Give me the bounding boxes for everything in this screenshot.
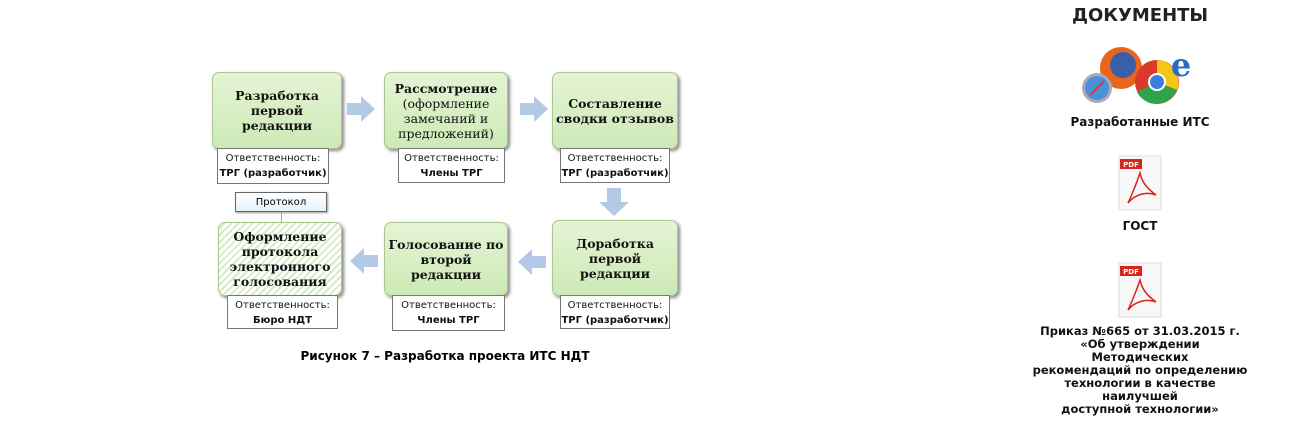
arrow-down-icon bbox=[599, 188, 629, 216]
resp-value: Члены ТРГ bbox=[420, 168, 483, 179]
step-2-responsibility: Ответственность: Члены ТРГ bbox=[398, 148, 505, 183]
step-4: Доработка первой редакции bbox=[552, 220, 678, 296]
figure-caption: Рисунок 7 – Разработка проекта ИТС НДТ bbox=[300, 349, 590, 363]
resp-value: Бюро НДТ bbox=[253, 315, 312, 326]
order-665-link[interactable]: PDF Приказ №665 от 31.03.2015 г. «Об утв… bbox=[1030, 262, 1250, 416]
label-line: технологии в качестве наилучшей bbox=[1064, 376, 1216, 403]
browsers-icon: e bbox=[1082, 46, 1191, 104]
step-title: Доработка первой редакции bbox=[576, 235, 654, 281]
resp-value: ТРГ (разработчик) bbox=[219, 168, 327, 179]
pdf-badge: PDF bbox=[1123, 268, 1139, 276]
developed-its-link[interactable]: e Разработанные ИТС bbox=[1030, 44, 1250, 130]
step-3-responsibility: Ответственность: ТРГ (разработчик) bbox=[560, 148, 670, 183]
pdf-icon: PDF bbox=[1118, 262, 1162, 318]
arrow-left-icon bbox=[518, 249, 546, 275]
resp-value: Члены ТРГ bbox=[417, 315, 480, 326]
step-4-responsibility: Ответственность: ТРГ (разработчик) bbox=[560, 295, 670, 329]
resp-value: ТРГ (разработчик) bbox=[561, 315, 669, 326]
step-6: Оформление протокола электронного голосо… bbox=[218, 222, 342, 296]
gost-label: ГОСТ bbox=[1122, 219, 1158, 233]
documents-title: ДОКУМЕНТЫ bbox=[1071, 5, 1209, 26]
resp-label: Ответственность: bbox=[567, 300, 663, 311]
pdf-badge: PDF bbox=[1123, 161, 1139, 169]
label-line: Приказ №665 от 31.03.2015 г. bbox=[1040, 324, 1240, 338]
label-line: «Об утверждении Методических bbox=[1080, 337, 1200, 364]
step-2: Рассмотрение(оформление замечаний и пред… bbox=[384, 72, 508, 149]
step-title: Рассмотрение bbox=[394, 80, 498, 96]
resp-label: Ответственность: bbox=[225, 153, 321, 164]
step-title: Разработка первой редакции bbox=[235, 88, 319, 133]
gost-link[interactable]: PDF ГОСТ bbox=[1030, 155, 1250, 234]
step-1: Разработка первой редакции bbox=[212, 72, 342, 149]
svg-text:e: e bbox=[1171, 46, 1191, 84]
step-5-responsibility: Ответственность: Члены ТРГ bbox=[392, 295, 505, 331]
resp-label: Ответственность: bbox=[567, 153, 663, 164]
step-title: Составление сводки отзывов bbox=[556, 95, 674, 126]
resp-label: Ответственность: bbox=[235, 300, 330, 311]
step-title: Голосование по второй редакции bbox=[388, 236, 504, 282]
protocol-label: Протокол bbox=[235, 192, 327, 212]
order-665-label: Приказ №665 от 31.03.2015 г. «Об утвержд… bbox=[1030, 325, 1250, 416]
step-3: Составление сводки отзывов bbox=[552, 72, 678, 149]
step-title: Оформление протокола электронного голосо… bbox=[229, 229, 331, 289]
resp-label: Ответственность: bbox=[401, 300, 496, 311]
label-line: рекомендаций по определению bbox=[1032, 363, 1248, 377]
step-subtitle: (оформление замечаний и предложений) bbox=[398, 95, 494, 141]
developed-its-label: Разработанные ИТС bbox=[1070, 115, 1210, 129]
step-1-responsibility: Ответственность: ТРГ (разработчик) bbox=[217, 148, 329, 184]
resp-value: ТРГ (разработчик) bbox=[561, 168, 669, 179]
arrow-right-icon bbox=[347, 96, 375, 122]
pdf-icon: PDF bbox=[1118, 155, 1162, 211]
arrow-left-icon bbox=[350, 248, 378, 274]
arrow-right-icon bbox=[520, 96, 548, 122]
label-line: доступной технологии» bbox=[1061, 402, 1219, 416]
resp-label: Ответственность: bbox=[404, 153, 499, 164]
step-6-responsibility: Ответственность: Бюро НДТ bbox=[227, 295, 338, 329]
protocol-connector bbox=[281, 211, 282, 223]
step-5: Голосование по второй редакции bbox=[384, 222, 508, 296]
